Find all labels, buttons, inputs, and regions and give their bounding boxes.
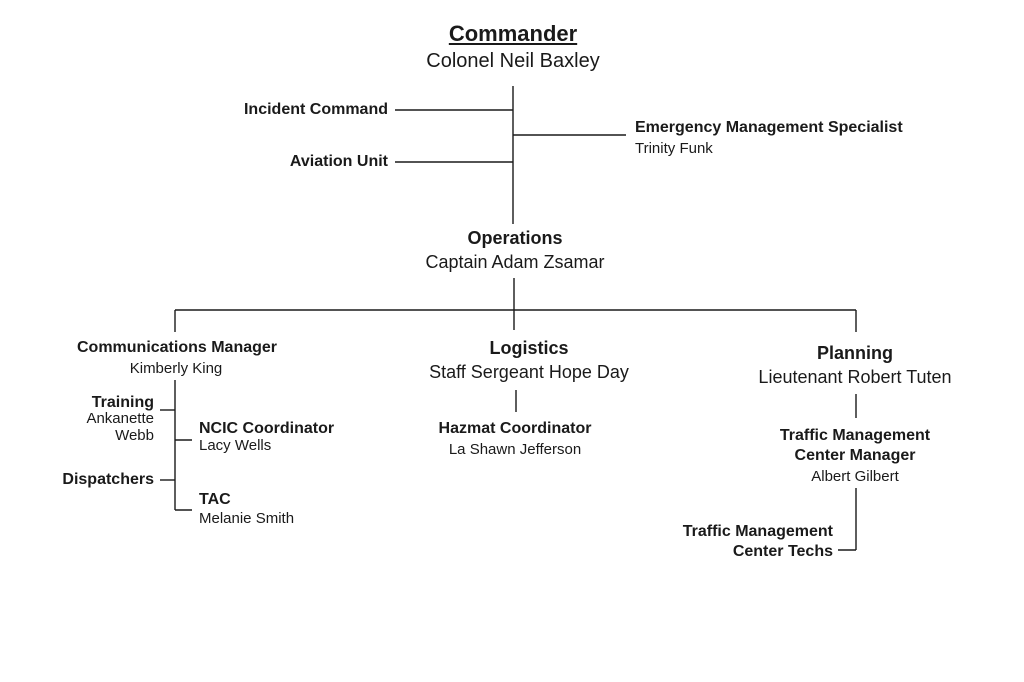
tac-title: TAC <box>199 491 231 508</box>
tac-name: Melanie Smith <box>199 510 295 527</box>
operations-name: Captain Adam Zsamar <box>425 252 605 272</box>
emergency-mgmt-name: Trinity Funk <box>635 140 713 157</box>
commander-name: Colonel Neil Baxley <box>426 50 600 72</box>
communications-title: Communications Manager <box>76 339 278 356</box>
emergency-mgmt-title: Emergency Management Specialist <box>635 119 903 136</box>
operations-title: Operations <box>467 228 563 248</box>
dispatchers-title: Dispatchers <box>62 471 154 488</box>
tmc-techs-title-line2: Center Techs <box>732 543 833 560</box>
tmc-techs-title-line1: Traffic Management <box>682 523 833 540</box>
planning-name: Lieutenant Robert Tuten <box>758 367 952 387</box>
training-name-line2: Webb <box>115 427 154 444</box>
tmc-manager-name: Albert Gilbert <box>811 468 899 485</box>
logistics-title: Logistics <box>489 338 569 358</box>
training-name-line1: Ankanette <box>86 410 154 427</box>
commander-title: Commander <box>448 21 578 46</box>
hazmat-title: Hazmat Coordinator <box>438 420 592 437</box>
incident-command-title: Incident Command <box>243 101 388 118</box>
planning-title: Planning <box>817 343 893 363</box>
communications-name: Kimberly King <box>129 360 223 377</box>
ncic-name: Lacy Wells <box>199 437 272 454</box>
ncic-title: NCIC Coordinator <box>199 420 335 437</box>
training-title: Training <box>91 394 154 411</box>
logistics-name: Staff Sergeant Hope Day <box>429 362 629 382</box>
tmc-manager-title-line2: Center Manager <box>794 447 916 464</box>
hazmat-name: La Shawn Jefferson <box>448 441 582 458</box>
tmc-manager-title-line1: Traffic Management <box>779 427 931 444</box>
aviation-unit-title: Aviation Unit <box>289 153 388 170</box>
